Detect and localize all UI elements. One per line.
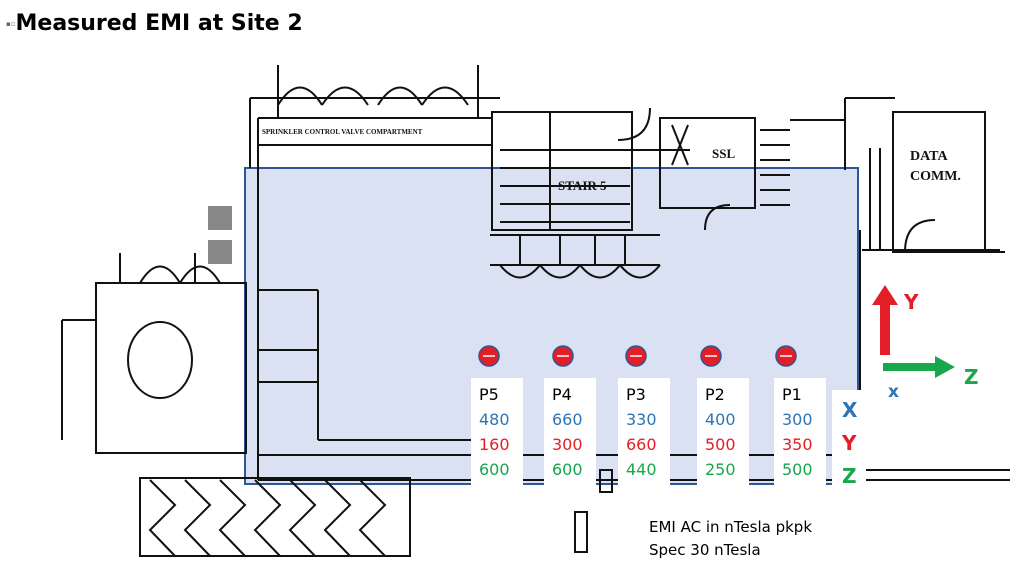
point-z-value: 600 (552, 460, 583, 479)
point-x-value: 400 (705, 410, 736, 429)
marker-p5 (478, 345, 500, 367)
row-legend-y: Y (842, 431, 857, 455)
page-title: ▪▫Measured EMI at Site 2 (6, 11, 303, 36)
title-text: Measured EMI at Site 2 (15, 11, 303, 36)
room-label-stair: STAIR 5 (558, 178, 607, 193)
point-name: P2 (705, 385, 725, 404)
z-axis-label: Z (964, 365, 979, 389)
point-box-p4: P4 660 300 600 (544, 378, 596, 485)
row-legend-x: X (842, 398, 858, 422)
room-label-data: DATA (910, 149, 948, 164)
point-name: P5 (479, 385, 499, 404)
marker-p1 (775, 345, 797, 367)
axis-arrows (872, 285, 955, 378)
room-label-ssl: SSL (712, 146, 735, 161)
point-y-value: 350 (782, 435, 813, 454)
point-z-value: 250 (705, 460, 736, 479)
room-label-sprinkler: SPRINKLER CONTROL VALVE COMPARTMENT (262, 128, 423, 136)
spec-note: Spec 30 nTesla (649, 541, 761, 559)
floor-plan-walls (61, 65, 1010, 557)
units-note: EMI AC in nTesla pkpk (649, 518, 813, 536)
point-y-value: 660 (626, 435, 657, 454)
y-axis-label: Y (904, 290, 919, 314)
x-axis-label: x (888, 382, 899, 402)
row-legend: X Y Z (832, 390, 866, 490)
point-y-value: 300 (552, 435, 583, 454)
point-name: P4 (552, 385, 572, 404)
point-y-value: 500 (705, 435, 736, 454)
y-arrow (872, 285, 898, 355)
point-box-p1: P1 300 350 500 (774, 378, 826, 485)
measurement-markers (478, 345, 797, 367)
equipment-marks (208, 206, 232, 264)
z-arrow (883, 356, 955, 378)
row-legend-z: Z (842, 464, 857, 488)
point-z-value: 500 (782, 460, 813, 479)
point-x-value: 330 (626, 410, 657, 429)
point-z-value: 600 (479, 460, 510, 479)
point-y-value: 160 (479, 435, 510, 454)
point-box-p5: P5 480 160 600 (471, 378, 523, 485)
point-x-value: 300 (782, 410, 813, 429)
point-x-value: 660 (552, 410, 583, 429)
point-box-p3: P3 330 660 440 (618, 378, 670, 485)
point-name: P3 (626, 385, 646, 404)
point-box-p2: P2 400 500 250 (697, 378, 749, 485)
marker-p3 (625, 345, 647, 367)
marker-p2 (700, 345, 722, 367)
point-x-value: 480 (479, 410, 510, 429)
room-label-comm: COMM. (910, 169, 961, 184)
point-name: P1 (782, 385, 802, 404)
title-glyph: ▪▫ (6, 20, 16, 28)
marker-p4 (552, 345, 574, 367)
point-z-value: 440 (626, 460, 657, 479)
